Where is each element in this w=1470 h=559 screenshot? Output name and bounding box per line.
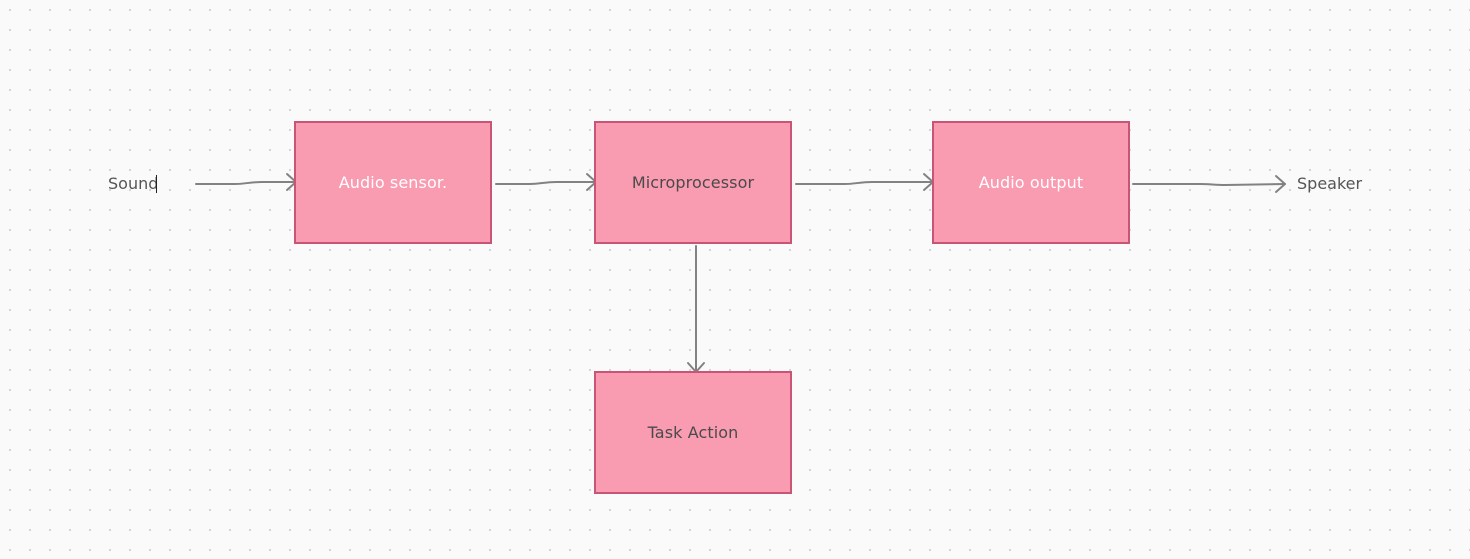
- arrowhead-speaker: [1275, 175, 1286, 193]
- output-label-speaker[interactable]: Speaker: [1297, 174, 1363, 193]
- node-audio-sensor-label: Audio sensor.: [338, 173, 448, 192]
- node-audio-output[interactable]: Audio output: [932, 121, 1130, 244]
- input-label-sound[interactable]: Sound: [108, 174, 159, 193]
- node-microprocessor[interactable]: Microprocessor: [594, 121, 792, 244]
- arrow-microprocessor-to-audio-output[interactable]: [795, 181, 934, 185]
- node-microprocessor-label: Microprocessor: [631, 173, 755, 192]
- node-audio-sensor[interactable]: Audio sensor.: [294, 121, 492, 244]
- arrow-sound-to-audio-sensor[interactable]: [195, 181, 297, 185]
- node-task-action[interactable]: Task Action: [594, 371, 792, 494]
- arrow-audio-output-to-speaker[interactable]: [1132, 183, 1286, 186]
- node-task-action-label: Task Action: [647, 423, 739, 442]
- text-cursor: [156, 175, 157, 193]
- arrow-audio-sensor-to-microprocessor[interactable]: [495, 181, 597, 185]
- node-audio-output-label: Audio output: [978, 173, 1084, 192]
